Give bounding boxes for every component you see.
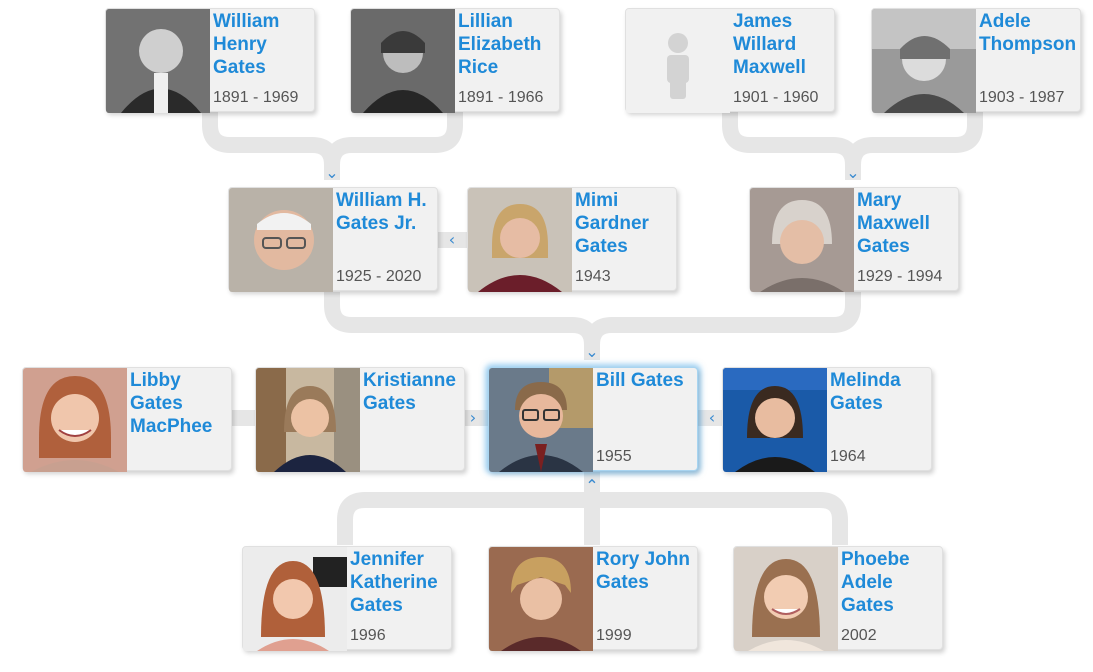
person-name-link[interactable]: William H. Gates Jr. bbox=[336, 190, 427, 234]
portrait-photo bbox=[243, 547, 347, 651]
person-card-libby-gates-macphee[interactable]: Libby Gates MacPhee bbox=[22, 367, 232, 472]
person-card-phoebe-adele-gates[interactable]: Phoebe Adele Gates 2002 bbox=[733, 546, 943, 651]
person-name-link[interactable]: Jennifer Katherine Gates bbox=[350, 549, 438, 616]
chevron-left-icon[interactable]: ‹ bbox=[448, 230, 456, 249]
chevron-left-icon[interactable]: ‹ bbox=[708, 408, 716, 427]
person-name-link[interactable]: Rory John Gates bbox=[596, 549, 690, 593]
person-name-link[interactable]: James Willard Maxwell bbox=[733, 11, 806, 78]
life-years: 2002 bbox=[841, 627, 877, 644]
portrait-photo bbox=[106, 9, 210, 113]
life-years: 1955 bbox=[596, 448, 632, 465]
person-card-william-henry-gates[interactable]: William Henry Gates 1891 - 1969 bbox=[105, 8, 315, 113]
person-name-link[interactable]: Bill Gates bbox=[596, 370, 684, 391]
person-card-melinda-gates[interactable]: Melinda Gates 1964 bbox=[722, 367, 932, 472]
life-years: 1996 bbox=[350, 627, 386, 644]
life-years: 1891 - 1966 bbox=[458, 89, 544, 106]
portrait-photo bbox=[351, 9, 455, 113]
life-years: 1999 bbox=[596, 627, 632, 644]
person-card-william-h-gates-jr[interactable]: William H. Gates Jr. 1925 - 2020 bbox=[228, 187, 438, 292]
person-card-james-willard-maxwell[interactable]: James Willard Maxwell 1901 - 1960 bbox=[625, 8, 835, 113]
person-name-link[interactable]: Melinda Gates bbox=[830, 370, 901, 414]
person-name-link[interactable]: Adele Thompson bbox=[979, 11, 1077, 55]
portrait-photo bbox=[489, 547, 593, 651]
chevron-down-icon[interactable]: ⌄ bbox=[846, 163, 860, 182]
life-years: 1891 - 1969 bbox=[213, 89, 299, 106]
portrait-photo bbox=[750, 188, 854, 292]
portrait-photo bbox=[723, 368, 827, 472]
portrait-photo bbox=[872, 9, 976, 113]
person-name-link[interactable]: William Henry Gates bbox=[213, 11, 280, 78]
person-card-lillian-elizabeth-rice[interactable]: Lillian Elizabeth Rice 1891 - 1966 bbox=[350, 8, 560, 113]
person-card-mimi-gardner-gates[interactable]: Mimi Gardner Gates 1943 bbox=[467, 187, 677, 292]
life-years: 1964 bbox=[830, 448, 866, 465]
life-years: 1925 - 2020 bbox=[336, 268, 422, 285]
person-card-rory-john-gates[interactable]: Rory John Gates 1999 bbox=[488, 546, 698, 651]
portrait-photo bbox=[256, 368, 360, 472]
portrait-photo bbox=[489, 368, 593, 472]
person-card-bill-gates[interactable]: Bill Gates 1955 bbox=[488, 367, 698, 472]
person-card-jennifer-katherine-gates[interactable]: Jennifer Katherine Gates 1996 bbox=[242, 546, 452, 651]
life-years: 1929 - 1994 bbox=[857, 268, 943, 285]
chevron-down-icon[interactable]: ⌄ bbox=[585, 342, 599, 361]
person-name-link[interactable]: Libby Gates MacPhee bbox=[130, 370, 213, 437]
person-name-link[interactable]: Phoebe Adele Gates bbox=[841, 549, 910, 616]
person-silhouette-icon bbox=[626, 9, 730, 113]
life-years: 1901 - 1960 bbox=[733, 89, 819, 106]
person-card-adele-thompson[interactable]: Adele Thompson 1903 - 1987 bbox=[871, 8, 1081, 113]
person-name-link[interactable]: Kristianne Gates bbox=[363, 370, 456, 414]
portrait-photo bbox=[734, 547, 838, 651]
life-years: 1903 - 1987 bbox=[979, 89, 1065, 106]
person-name-link[interactable]: Lillian Elizabeth Rice bbox=[458, 11, 542, 78]
person-card-mary-maxwell-gates[interactable]: Mary Maxwell Gates 1929 - 1994 bbox=[749, 187, 959, 292]
chevron-up-icon[interactable]: ⌃ bbox=[585, 476, 599, 495]
person-card-kristianne-gates[interactable]: Kristianne Gates bbox=[255, 367, 465, 472]
life-years: 1943 bbox=[575, 268, 611, 285]
chevron-right-icon[interactable]: › bbox=[469, 408, 477, 427]
person-name-link[interactable]: Mary Maxwell Gates bbox=[857, 190, 930, 257]
portrait-photo bbox=[23, 368, 127, 472]
person-name-link[interactable]: Mimi Gardner Gates bbox=[575, 190, 649, 257]
portrait-photo bbox=[468, 188, 572, 292]
portrait-photo bbox=[229, 188, 333, 292]
chevron-down-icon[interactable]: ⌄ bbox=[325, 163, 339, 182]
